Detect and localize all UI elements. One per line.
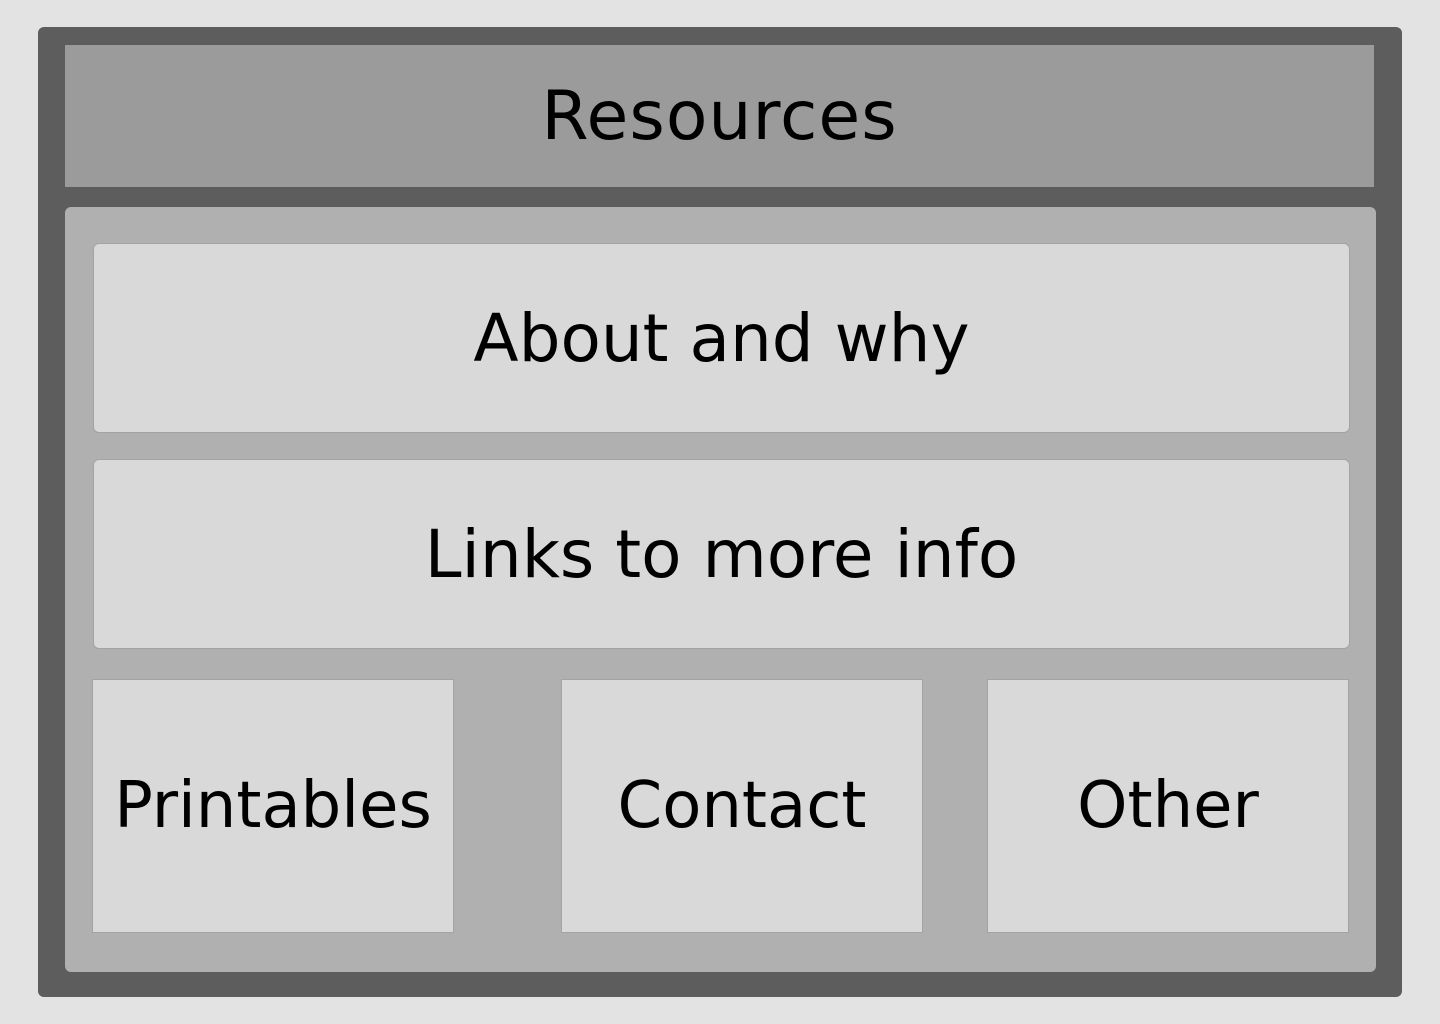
printables-label: Printables	[114, 769, 432, 843]
page-header: Resources	[65, 45, 1374, 187]
about-and-why-label: About and why	[473, 299, 970, 377]
resources-window: Resources About and why Links to more in…	[38, 27, 1402, 997]
resources-menu-panel: About and why Links to more info Printab…	[65, 207, 1376, 972]
other-button[interactable]: Other	[987, 679, 1349, 933]
contact-label: Contact	[617, 769, 867, 843]
about-and-why-button[interactable]: About and why	[93, 243, 1350, 433]
other-label: Other	[1077, 769, 1259, 843]
page-title: Resources	[541, 76, 898, 156]
contact-button[interactable]: Contact	[561, 679, 923, 933]
links-to-more-info-label: Links to more info	[424, 515, 1019, 593]
links-to-more-info-button[interactable]: Links to more info	[93, 459, 1350, 649]
printables-button[interactable]: Printables	[92, 679, 454, 933]
